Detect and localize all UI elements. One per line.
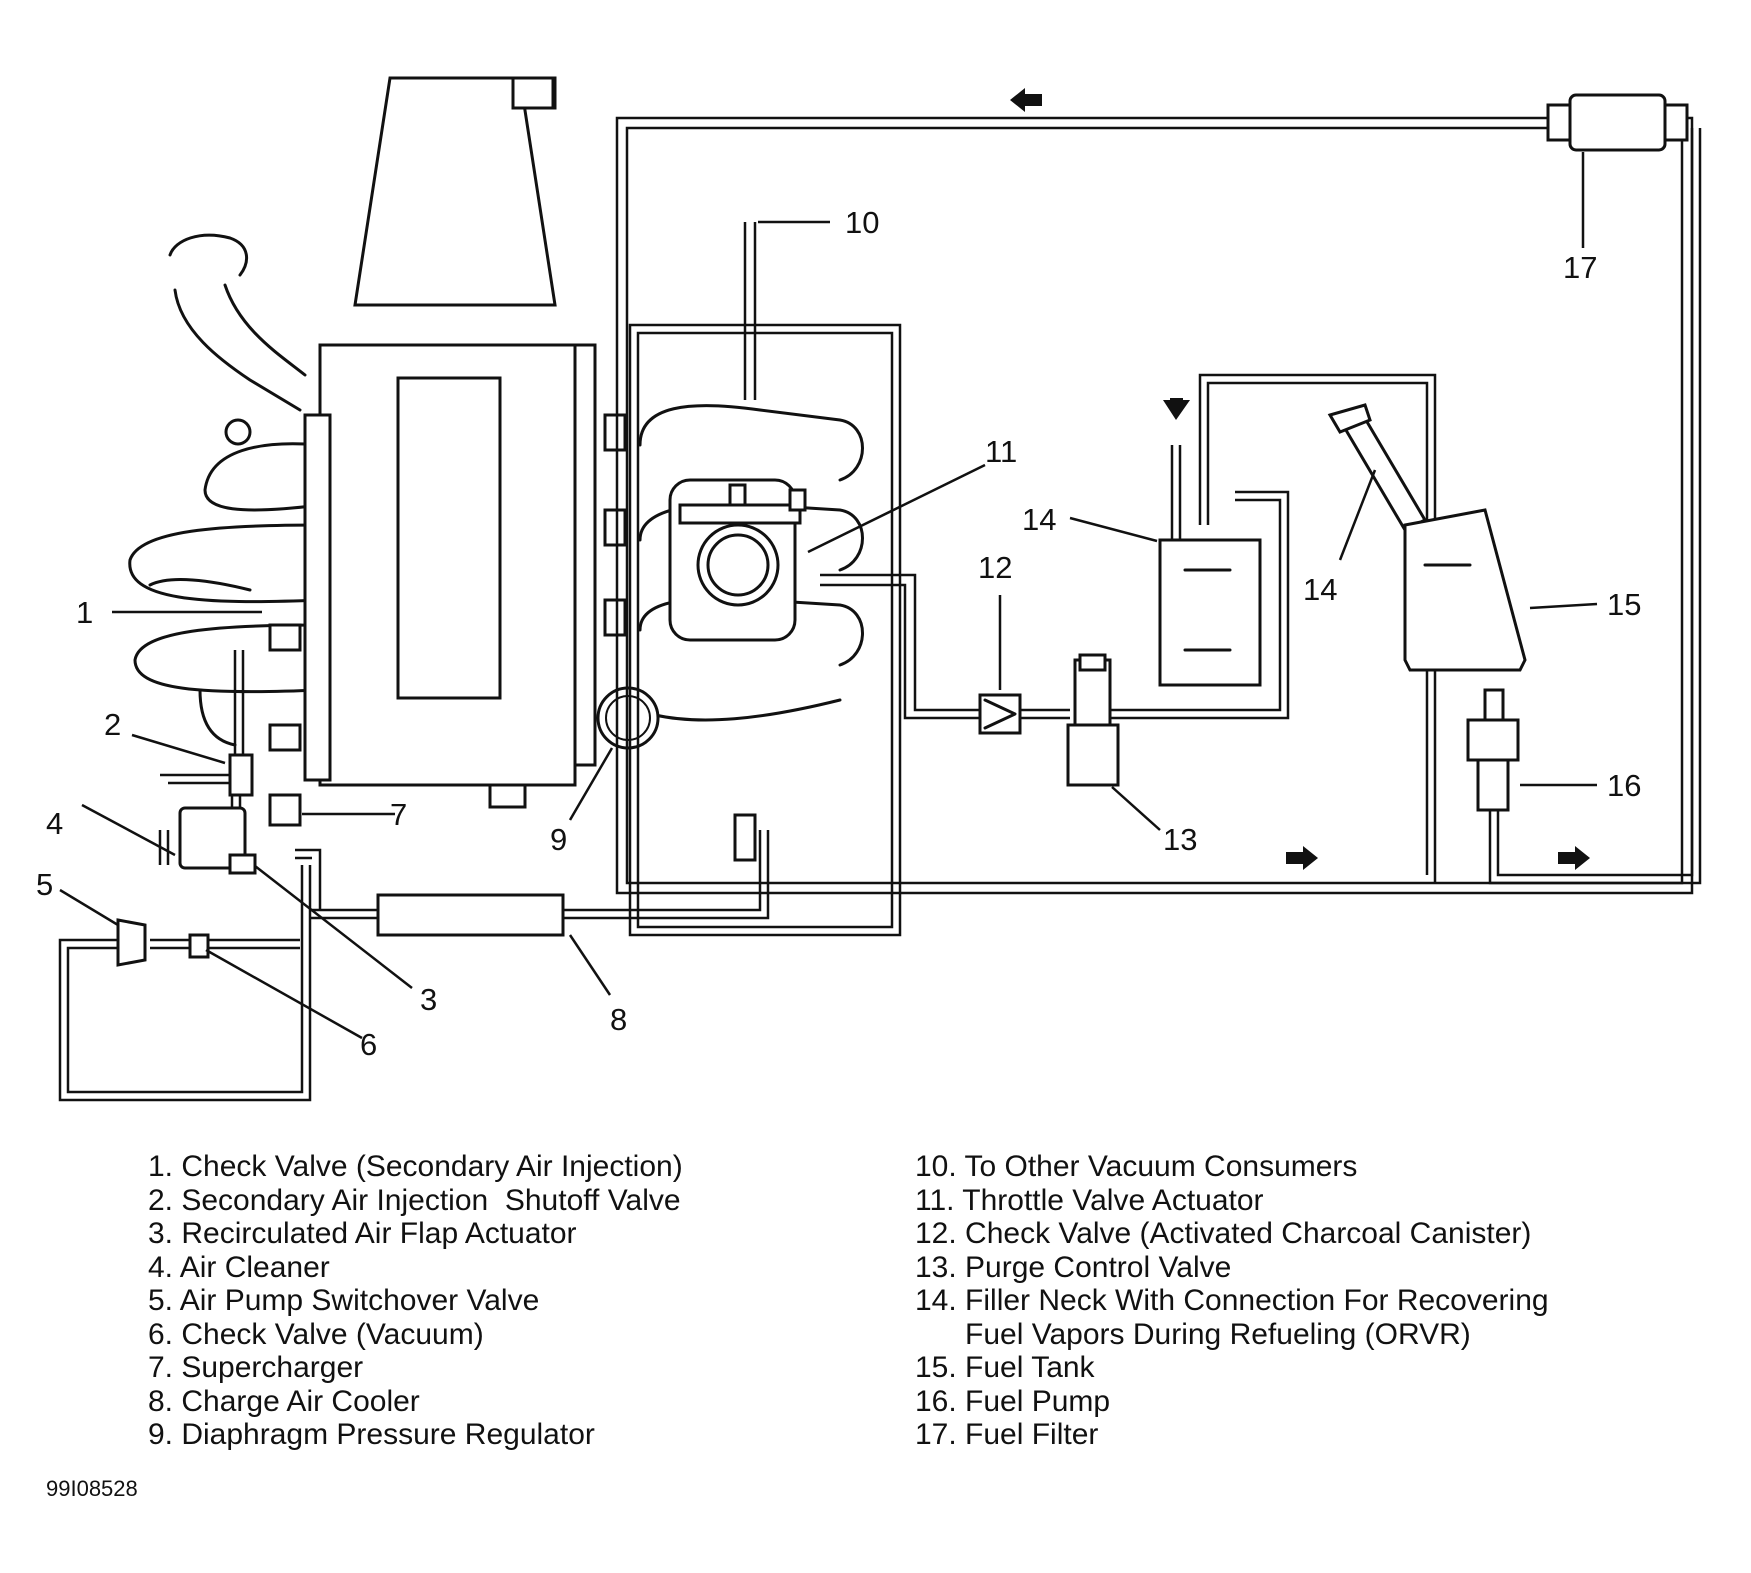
vacuum-sensor xyxy=(733,813,757,862)
legend-item-16: 16. Fuel Pump xyxy=(915,1384,1111,1418)
air-cleaner-assembly xyxy=(116,753,302,967)
legend-right-column: 10. To Other Vacuum Consumers 11. Thrott… xyxy=(915,1150,1549,1452)
legend-item-2: 2. Secondary Air Injection Shutoff Valve xyxy=(148,1183,681,1217)
callout-11: 11 xyxy=(985,434,1017,469)
recirculated-air-flap-actuator xyxy=(228,853,257,875)
flow-arrow-right-icon xyxy=(1558,846,1590,870)
legend-item-9: 9. Diaphragm Pressure Regulator xyxy=(148,1418,595,1451)
callout-5: 5 xyxy=(36,867,53,902)
legend-item-8: 8. Charge Air Cooler xyxy=(148,1384,420,1418)
callout-13: 13 xyxy=(1163,822,1197,857)
fuel-pump xyxy=(1466,718,1520,762)
legend-item-13: 13. Purge Control Valve xyxy=(915,1250,1232,1284)
callout-16: 16 xyxy=(1607,768,1641,803)
legend-item-1: 1. Check Valve (Secondary Air Injection) xyxy=(148,1150,683,1183)
callout-4: 4 xyxy=(46,806,63,841)
fuel-tank-assembly xyxy=(1327,403,1527,812)
callout-numbers: 1 2 3 4 5 6 7 8 9 10 11 12 13 14 14 15 1… xyxy=(36,205,1641,1062)
legend-item-11: 11. Throttle Valve Actuator xyxy=(915,1183,1264,1217)
flow-arrows xyxy=(1010,88,1590,870)
callout-7: 7 xyxy=(390,797,407,832)
legend-left-column: 1. Check Valve (Secondary Air Injection)… xyxy=(148,1150,683,1452)
callout-6: 6 xyxy=(360,1027,377,1062)
charcoal-check-valve xyxy=(978,693,1022,735)
air-cleaner xyxy=(178,806,247,870)
charcoal-canister xyxy=(1158,398,1262,687)
fuel-tank xyxy=(1403,508,1527,672)
callout-10: 10 xyxy=(845,205,879,240)
leader-lines xyxy=(59,152,1598,1040)
secondary-air-shutoff-valve xyxy=(228,753,254,797)
callout-2: 2 xyxy=(104,707,121,742)
air-pump-switchover-valve xyxy=(116,918,147,967)
callout-14a: 14 xyxy=(1022,502,1056,537)
engine-block xyxy=(268,343,597,809)
legend-item-5: 5. Air Pump Switchover Valve xyxy=(148,1284,540,1317)
legend-item-10: 10. To Other Vacuum Consumers xyxy=(915,1150,1358,1183)
flow-arrow-right-icon xyxy=(1286,846,1318,870)
air-intake-tower xyxy=(353,76,557,307)
figure-id: 99I08528 xyxy=(46,1476,138,1501)
intake-manifold xyxy=(603,404,864,722)
legend-item-15: 15. Fuel Tank xyxy=(915,1351,1095,1384)
vacuum-check-valve xyxy=(188,933,210,959)
legend-item-12: 12. Check Valve (Activated Charcoal Cani… xyxy=(915,1217,1532,1250)
charge-air-cooler xyxy=(376,893,565,937)
callout-15: 15 xyxy=(1607,587,1641,622)
callout-12: 12 xyxy=(978,550,1012,585)
vacuum-lines xyxy=(58,116,1702,1102)
legend-item-3: 3. Recirculated Air Flap Actuator xyxy=(148,1217,577,1250)
legend-item-17: 17. Fuel Filter xyxy=(915,1418,1099,1451)
callout-9: 9 xyxy=(550,822,567,857)
callout-1: 1 xyxy=(76,595,93,630)
callout-3: 3 xyxy=(420,982,437,1017)
callout-17: 17 xyxy=(1563,250,1597,285)
flow-arrow-left-icon xyxy=(1010,88,1042,112)
supercharger xyxy=(268,793,302,827)
legend-item-4: 4. Air Cleaner xyxy=(148,1250,330,1284)
callout-8: 8 xyxy=(610,1002,627,1037)
legend-item-6: 6. Check Valve (Vacuum) xyxy=(148,1317,484,1351)
vacuum-line-to-consumers xyxy=(743,222,757,400)
purge-control-valve xyxy=(1066,653,1120,787)
legend-item-7: 7. Supercharger xyxy=(148,1351,364,1384)
exhaust-manifold xyxy=(128,233,322,747)
fuel-filter xyxy=(1546,93,1689,152)
callout-14b: 14 xyxy=(1303,572,1337,607)
legend-item-14-continued: Fuel Vapors During Refueling (ORVR) xyxy=(915,1317,1471,1351)
legend-item-14: 14. Filler Neck With Connection For Reco… xyxy=(915,1284,1549,1317)
